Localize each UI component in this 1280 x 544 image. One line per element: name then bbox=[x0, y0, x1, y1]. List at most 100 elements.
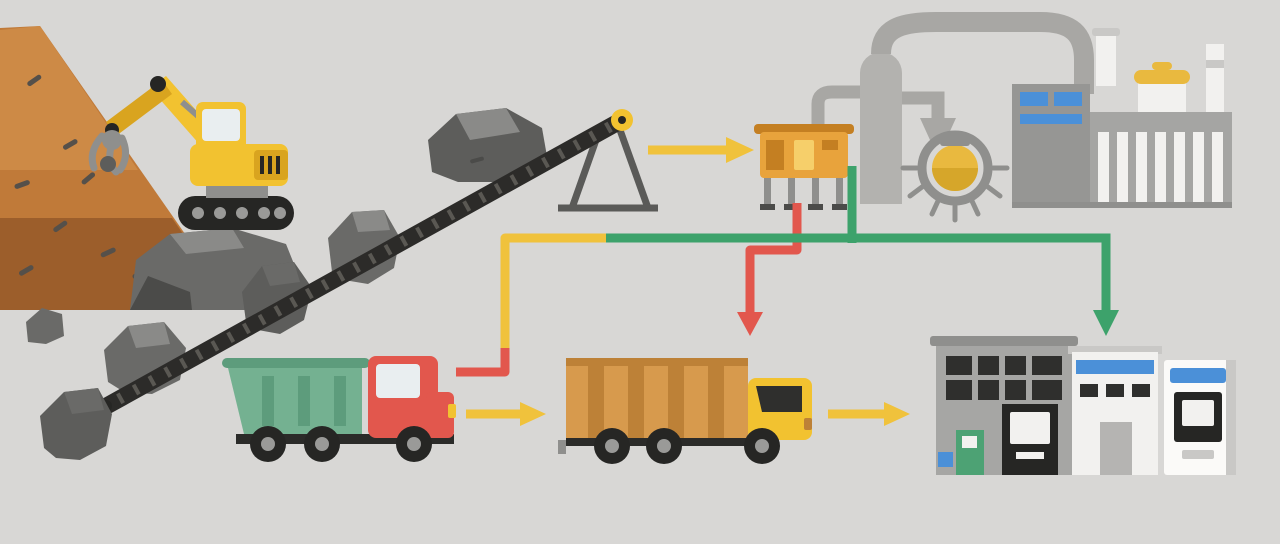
engine-vent bbox=[268, 156, 272, 174]
excavator-cab-window bbox=[202, 109, 240, 141]
conveyor-pulley-hub bbox=[618, 116, 626, 124]
column bbox=[1117, 132, 1128, 202]
yellow-arrowhead bbox=[520, 402, 546, 426]
boulder-bottom bbox=[40, 388, 112, 460]
yellow-arrowhead bbox=[884, 402, 910, 426]
bed-rib bbox=[262, 376, 274, 426]
wheel-hub bbox=[755, 439, 769, 453]
hopper-leg bbox=[812, 176, 819, 206]
engine-vent bbox=[260, 156, 264, 174]
spoke bbox=[985, 184, 1003, 199]
hopper-window bbox=[794, 140, 814, 170]
hopper-foot bbox=[832, 204, 847, 210]
factory-chimney bbox=[1096, 34, 1116, 86]
factory-building bbox=[1012, 28, 1232, 208]
rock-pile-highlight bbox=[170, 228, 244, 254]
column bbox=[1098, 132, 1109, 202]
wheel-hub bbox=[261, 437, 275, 451]
branch-pipe bbox=[902, 91, 945, 118]
cargo-stripe bbox=[708, 366, 724, 438]
speckle bbox=[100, 247, 116, 258]
hopper-foot bbox=[784, 204, 799, 210]
conveyor-belt bbox=[94, 111, 631, 417]
cab-window bbox=[756, 386, 802, 412]
track-wheel bbox=[258, 207, 270, 219]
blue-crate bbox=[938, 452, 953, 467]
spoke bbox=[969, 198, 981, 217]
kiosk-screen bbox=[1182, 400, 1214, 426]
vending-kiosk bbox=[1164, 360, 1236, 475]
headlight bbox=[448, 404, 456, 418]
truck-chassis bbox=[236, 434, 454, 444]
conveyor-leg bbox=[616, 128, 652, 210]
column bbox=[1174, 132, 1185, 202]
grapple-finger bbox=[116, 134, 129, 174]
smelter-crucible bbox=[900, 130, 1010, 223]
hopper-leg bbox=[788, 176, 795, 206]
chimney-cap bbox=[1092, 28, 1120, 36]
dump-bed bbox=[228, 368, 362, 434]
column bbox=[1193, 132, 1204, 202]
hopper-rim bbox=[754, 124, 854, 134]
hopper-vent bbox=[822, 140, 838, 150]
shop-window bbox=[1132, 384, 1150, 397]
factory-window bbox=[1054, 92, 1082, 106]
red-arrowhead bbox=[737, 312, 763, 336]
green-arrowhead bbox=[1093, 310, 1119, 336]
crusher-hopper bbox=[754, 124, 854, 210]
engine-vent bbox=[276, 156, 280, 174]
factory-window-strip bbox=[1020, 114, 1082, 124]
factory-window bbox=[1020, 92, 1048, 106]
exhaust-stack bbox=[860, 52, 902, 204]
factory-base bbox=[1012, 202, 1232, 208]
door-window bbox=[962, 436, 977, 448]
molten-pot-shadow bbox=[932, 168, 978, 191]
hopper-foot bbox=[760, 204, 775, 210]
cargo-stripe bbox=[628, 366, 644, 438]
boulder-highlight bbox=[456, 108, 520, 140]
conveyor bbox=[94, 109, 658, 417]
boulder-crack bbox=[470, 156, 484, 164]
cargo-top-band bbox=[566, 358, 748, 366]
headlight bbox=[804, 418, 812, 430]
shop-roof bbox=[1068, 346, 1162, 354]
cargo-stripe bbox=[588, 366, 604, 438]
boulder-highlight bbox=[128, 322, 170, 348]
small-rock bbox=[26, 308, 64, 344]
conveyor-leg bbox=[568, 138, 600, 210]
kiosk-side-shade bbox=[1226, 360, 1236, 475]
wheel-hub bbox=[407, 437, 421, 451]
hopper-panel bbox=[766, 140, 784, 170]
track-wheel bbox=[192, 207, 204, 219]
shop-window bbox=[1080, 384, 1098, 397]
crucible-spokes bbox=[900, 165, 1010, 223]
excavator-joint bbox=[150, 76, 166, 92]
cab-window bbox=[376, 364, 420, 398]
dump-bed-rim bbox=[222, 358, 370, 368]
wheel-hub bbox=[605, 439, 619, 453]
track-wheel bbox=[274, 207, 286, 219]
boulder-body bbox=[428, 108, 548, 182]
boulder-highlight bbox=[352, 210, 390, 232]
crucible-ring bbox=[917, 130, 993, 206]
roof-tank-knob bbox=[1152, 62, 1172, 70]
grapple-finger bbox=[88, 132, 106, 172]
boulder-highlight bbox=[262, 262, 300, 286]
kiosk-screen bbox=[1010, 412, 1050, 444]
speckle bbox=[81, 172, 96, 185]
flow-hopper-to-boxtruck bbox=[745, 203, 802, 314]
chimney-band bbox=[1206, 60, 1224, 68]
shop-sign bbox=[1076, 360, 1154, 374]
wheel-hub bbox=[315, 437, 329, 451]
store-parapet bbox=[930, 336, 1078, 346]
store-building bbox=[930, 336, 1078, 475]
flow-yellow-segment bbox=[500, 233, 606, 352]
factory-chimney bbox=[1206, 44, 1224, 112]
flow-red-stub-to-dumptruck bbox=[456, 348, 510, 377]
cargo-stripe bbox=[668, 366, 684, 438]
rear-bumper bbox=[558, 440, 566, 454]
boulder-highlight bbox=[64, 388, 104, 414]
rock-pile-shadow bbox=[130, 276, 192, 310]
